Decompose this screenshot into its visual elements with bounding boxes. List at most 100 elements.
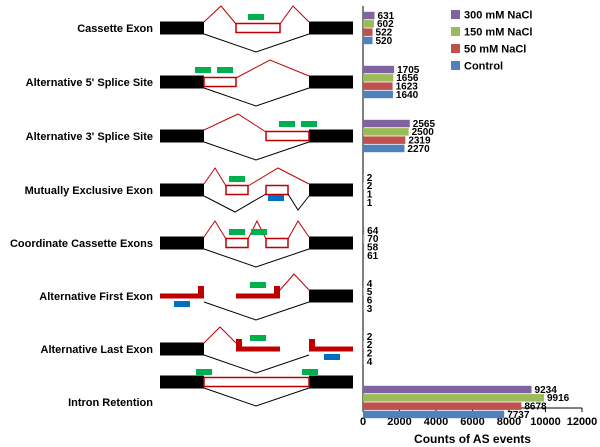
bar-value-label: 2270 (407, 144, 430, 155)
sense-probe (217, 67, 233, 73)
sense-probe (229, 229, 245, 235)
splicing-diagrams (160, 5, 353, 407)
bar-value-label: 1705 (397, 65, 420, 76)
constitutive-exon (160, 375, 204, 389)
bar-value-label: 2 (367, 332, 373, 343)
constitutive-exon (160, 236, 204, 250)
bar-value-label: 9916 (547, 393, 570, 404)
alternative-last-exon (309, 346, 353, 352)
alternative-exon (235, 22, 281, 34)
alternative-exon (265, 237, 289, 249)
bar-value-label: 1 (367, 190, 373, 201)
bar-value-label: 8678 (524, 402, 547, 413)
alternative-first-exon (160, 293, 204, 299)
bar (363, 28, 373, 36)
legend-swatch (451, 44, 460, 53)
inclusion-junction (247, 167, 310, 187)
constitutive-exon (309, 375, 353, 389)
category-label: Cassette Exon (77, 23, 153, 35)
skipping-junction (203, 87, 310, 107)
constitutive-exon (160, 21, 204, 35)
bar (363, 173, 364, 182)
bar (363, 332, 364, 341)
exclusion-junction (203, 193, 267, 213)
bar (363, 296, 364, 304)
exclusion-junction (287, 193, 310, 211)
inclusion-junction (287, 220, 310, 240)
bar-value-label: 520 (375, 36, 392, 47)
bar-series: 6316025225201705165616231640256525002319… (363, 11, 570, 421)
sense-probe (302, 369, 318, 375)
splicing-junction (203, 387, 310, 407)
alternative-exon (225, 237, 249, 249)
alternative-first-exon (198, 286, 204, 298)
bar-value-label: 61 (367, 251, 379, 262)
bar-value-label: 6 (367, 296, 373, 307)
bar (363, 341, 364, 349)
bar-value-label: 2319 (408, 136, 431, 147)
bar-value-label: 64 (367, 226, 379, 237)
constitutive-exon (309, 21, 353, 35)
bar (363, 288, 364, 296)
bar-value-label: 4 (367, 279, 373, 290)
category-label: Intron Retention (68, 397, 153, 409)
bar (363, 11, 375, 20)
bar (363, 182, 364, 190)
bar (363, 394, 544, 402)
constitutive-exon (160, 183, 204, 197)
bar (363, 65, 395, 74)
bar (363, 20, 374, 28)
bar (363, 243, 365, 251)
category-label: Alternative First Exon (39, 291, 153, 303)
constitutive-exon (309, 236, 353, 250)
x-axis-title: Counts of AS events (414, 432, 531, 446)
bar (363, 349, 364, 357)
bar-value-label: 1640 (396, 90, 419, 101)
inclusion-junction (235, 59, 310, 79)
bar (363, 36, 373, 45)
x-tick-label: 12000 (567, 416, 598, 428)
bar-value-label: 631 (378, 11, 395, 22)
alternative-exon (265, 130, 310, 142)
category-label: Alternative 3' Splice Site (26, 131, 153, 143)
alternative-last-exon (236, 346, 280, 352)
alternative-last-exon (309, 339, 315, 351)
retained-intron (203, 376, 310, 388)
bar-value-label: 602 (377, 19, 394, 30)
inclusion-junction (279, 5, 310, 25)
alternative-exon (225, 184, 249, 196)
sense-probe (250, 282, 266, 288)
sense-probe (229, 176, 245, 182)
legend-swatch (451, 61, 460, 70)
bar-value-label: 1623 (396, 82, 419, 93)
antisense-probe (174, 301, 190, 307)
bar (363, 90, 393, 99)
bar-value-label: 5 (367, 287, 373, 298)
bar-value-label: 7737 (507, 410, 530, 421)
x-tick-label: 0 (360, 416, 366, 428)
bar-value-label: 1 (367, 198, 373, 209)
bar (363, 128, 409, 136)
constitutive-exon (160, 129, 204, 143)
alternative-last-exon (236, 339, 242, 351)
bar-value-label: 9234 (535, 385, 558, 396)
inclusion-junction (203, 167, 227, 187)
bar-value-label: 1656 (396, 73, 419, 84)
legend-label: 50 mM NaCl (464, 44, 526, 56)
constitutive-exon (160, 342, 204, 356)
bar (363, 410, 505, 419)
bar-value-label: 522 (376, 28, 393, 39)
sense-probe (195, 67, 211, 73)
sense-probe (196, 369, 212, 375)
bar-value-label: 2 (367, 173, 373, 184)
inclusion-junction (203, 5, 237, 25)
sense-probe (301, 121, 317, 127)
bar (363, 357, 364, 366)
bar-value-label: 2565 (413, 119, 436, 130)
sense-probe (251, 229, 267, 235)
bar (363, 74, 394, 82)
